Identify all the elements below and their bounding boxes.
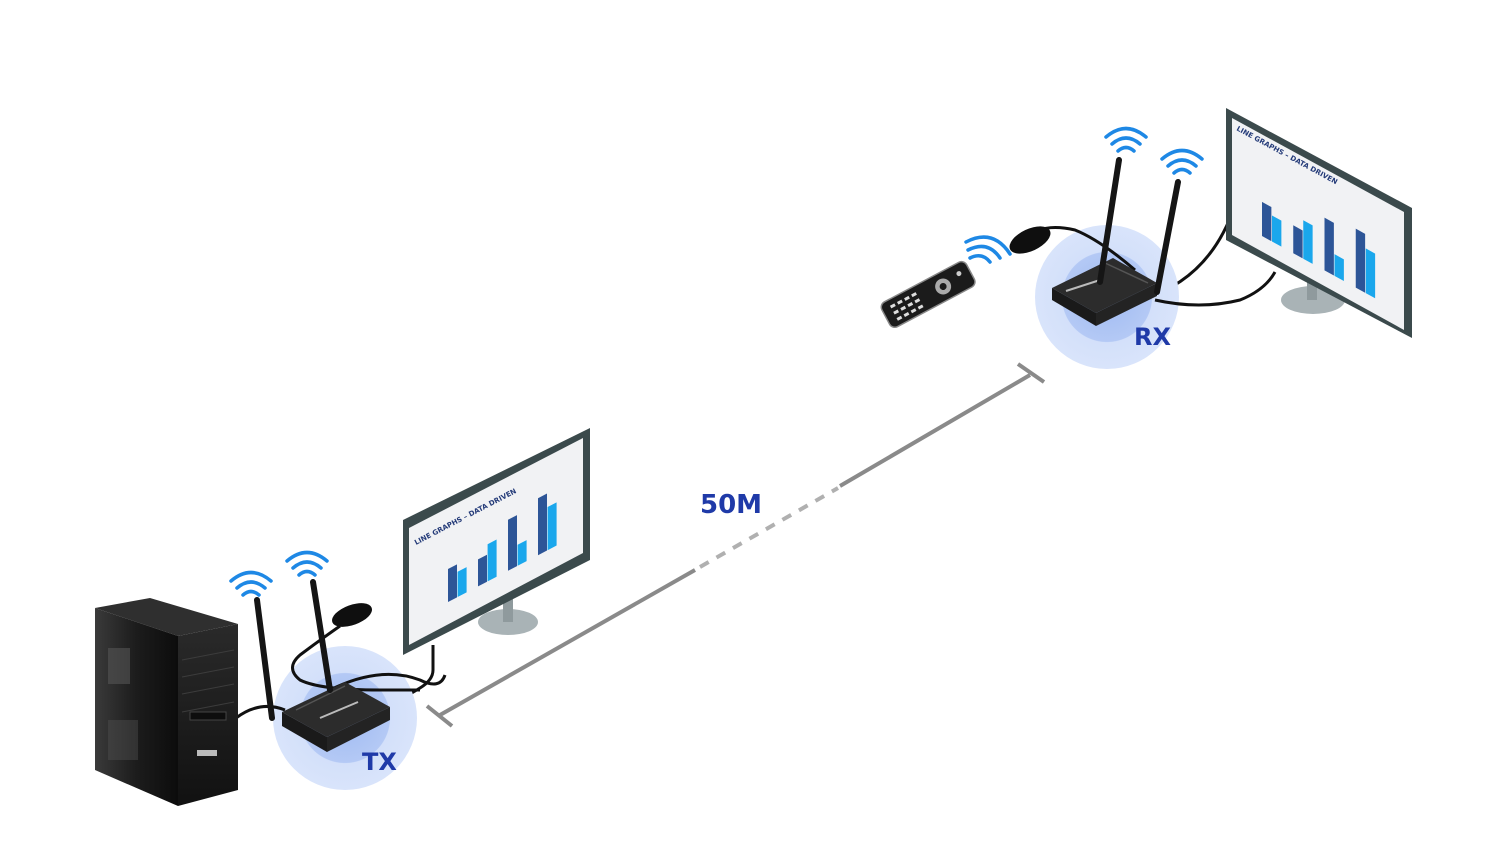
screen-bar-series2 [457, 567, 467, 598]
rx-antenna-left [1097, 157, 1122, 285]
tx-monitor: LINE GRAPHS – DATA DRIVEN [399, 428, 590, 702]
rx-label: RX [1134, 323, 1171, 351]
screen-bar-series2 [1365, 248, 1376, 299]
wifi-icon [285, 550, 329, 577]
screen-bar-series1 [1355, 228, 1366, 293]
tx-ir-cable [291, 624, 420, 692]
screen-bar-series2 [1303, 220, 1313, 264]
screen-bar-series1 [1293, 225, 1303, 259]
remote-control [880, 260, 976, 329]
wifi-icon [1160, 148, 1204, 175]
tx-label: TX [362, 748, 397, 776]
screen-bar-series1 [1262, 201, 1272, 242]
rx-antenna-right [1154, 179, 1181, 295]
distance-label: 50M [700, 490, 762, 520]
range-end-cap-left [425, 704, 454, 728]
range-line-near [439, 568, 696, 717]
range-line-far [838, 373, 1032, 488]
ir-signal-icon [964, 235, 1012, 264]
rx-output-cable [1154, 271, 1277, 307]
rx-receiver-unit: RX [1052, 157, 1181, 351]
tx-hdmi-cable [399, 645, 435, 702]
wifi-icon [1104, 126, 1148, 153]
rx-monitor: LINE GRAPHS – DATA DRIVEN [1139, 108, 1412, 338]
tx-antenna-left [254, 597, 275, 721]
tx-screen-chart [448, 493, 557, 602]
tx-input-cable [235, 704, 286, 720]
screen-bar-series2 [1334, 254, 1344, 282]
range-indicator: 50M [425, 362, 1046, 728]
screen-bar-series1 [508, 515, 517, 571]
range-line-dashed [699, 486, 839, 569]
wifi-icon [229, 570, 273, 597]
ir-receiver-sensor [1009, 226, 1051, 254]
rx-screen-chart [1262, 201, 1376, 299]
screen-bar-series1 [538, 493, 547, 556]
ir-emitter-sensor [331, 603, 373, 627]
screen-bar-series1 [1324, 217, 1334, 276]
pc-tower [95, 598, 238, 806]
screen-bar-series1 [478, 554, 487, 587]
screen-bar-series2 [547, 502, 557, 551]
screen-bar-series1 [448, 564, 457, 602]
tx-antenna-right [310, 579, 333, 693]
screen-bar-series2 [1272, 215, 1282, 247]
screen-bar-series2 [517, 540, 527, 566]
tx-transmitter-unit: TX [254, 579, 397, 776]
screen-bar-series2 [487, 539, 497, 582]
range-end-cap-right [1016, 362, 1046, 384]
